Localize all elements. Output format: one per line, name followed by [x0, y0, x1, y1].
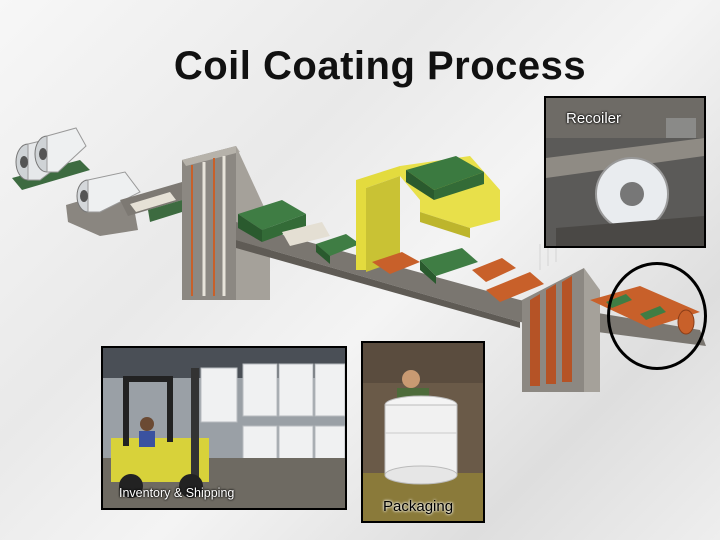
recoiler-photo: Recoiler [544, 96, 706, 248]
packaging-photo: Packaging [361, 341, 485, 523]
entry-accumulator [182, 146, 270, 300]
recoiler-label: Recoiler [566, 110, 622, 127]
entry-section [66, 171, 182, 236]
recoiler-image [546, 98, 704, 246]
forklift [111, 368, 209, 498]
forklift-warehouse-image [103, 348, 345, 508]
inventory-photo: Inventory & Shipping [101, 346, 347, 510]
pretreatment-units [238, 200, 360, 264]
packaging-label: Packaging [383, 498, 454, 515]
primer-oven [356, 156, 500, 284]
uncoiler [12, 127, 90, 190]
exit-accumulator [522, 268, 600, 392]
inventory-label: Inventory & Shipping [119, 486, 235, 500]
recoiler-highlight-circle [607, 262, 707, 370]
packaging-image [363, 343, 483, 521]
page-title: Coil Coating Process [173, 44, 587, 88]
